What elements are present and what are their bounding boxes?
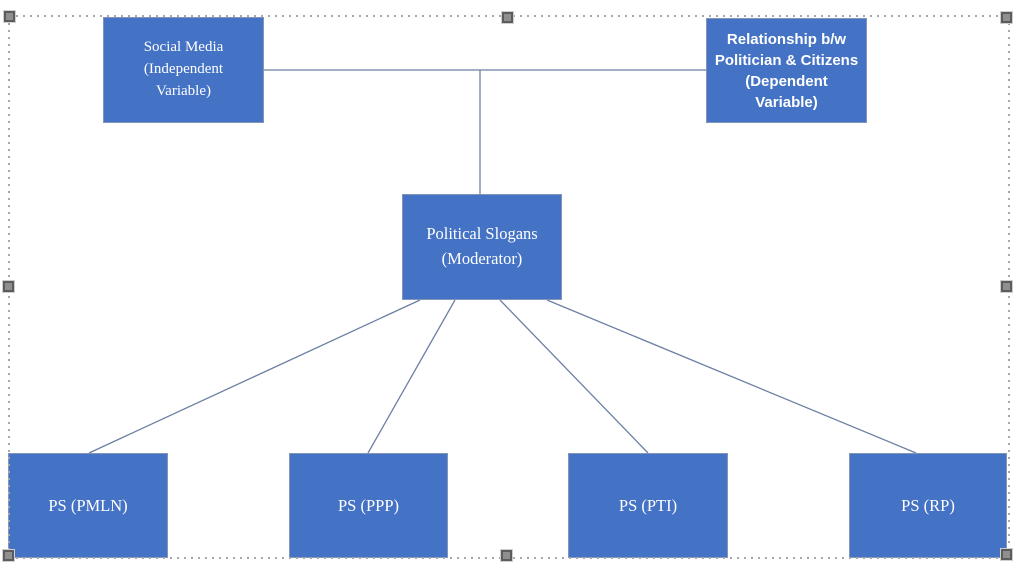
node-relationship-label: Relationship b/w Politician & Citizens (…: [715, 29, 858, 113]
label-line: (Moderator): [441, 249, 523, 268]
label-line: Variable): [156, 82, 211, 99]
resize-handle-top-left[interactable]: [3, 10, 16, 23]
label-line: Variable): [755, 93, 818, 111]
resize-handle-top-right[interactable]: [1000, 11, 1013, 24]
node-ps-ppp[interactable]: PS (PPP): [289, 453, 448, 558]
connector-moderator-to-ppp: [367, 299, 456, 454]
resize-handle-middle-left[interactable]: [2, 280, 15, 293]
resize-handle-bottom-center[interactable]: [500, 549, 513, 562]
node-ps-ppp-label: PS (PPP): [338, 495, 399, 515]
node-ps-pmln[interactable]: PS (PMLN): [8, 453, 168, 558]
resize-handle-top-center[interactable]: [501, 11, 514, 24]
node-social-media[interactable]: Social Media (Independent Variable): [103, 17, 264, 123]
node-social-media-label: Social Media (Independent Variable): [144, 37, 224, 102]
label-line: (Dependent: [745, 72, 828, 90]
node-political-slogans-label: Political Slogans (Moderator): [426, 222, 537, 272]
resize-handle-bottom-left[interactable]: [2, 549, 15, 562]
node-ps-pti[interactable]: PS (PTI): [568, 453, 728, 558]
node-ps-pti-label: PS (PTI): [618, 495, 678, 515]
node-relationship[interactable]: Relationship b/w Politician & Citizens (…: [706, 18, 867, 123]
connector-moderator-to-pmln: [88, 299, 421, 454]
resize-handle-bottom-right[interactable]: [1000, 548, 1013, 561]
connector-moderator-to-rp: [546, 299, 917, 454]
label-line: Relationship b/w: [726, 30, 847, 48]
label-line: (Independent: [143, 61, 224, 78]
connector-moderator-to-pti: [499, 299, 649, 454]
node-ps-pmln-label: PS (PMLN): [48, 495, 128, 515]
label-line: Politician & Citizens: [714, 51, 859, 69]
node-ps-rp-label: PS (RP): [901, 495, 955, 515]
node-political-slogans[interactable]: Political Slogans (Moderator): [402, 194, 562, 300]
node-ps-rp[interactable]: PS (RP): [849, 453, 1007, 558]
label-line: Political Slogans: [426, 224, 538, 244]
resize-handle-middle-right[interactable]: [1000, 280, 1013, 293]
label-line: Social Media: [143, 39, 224, 56]
